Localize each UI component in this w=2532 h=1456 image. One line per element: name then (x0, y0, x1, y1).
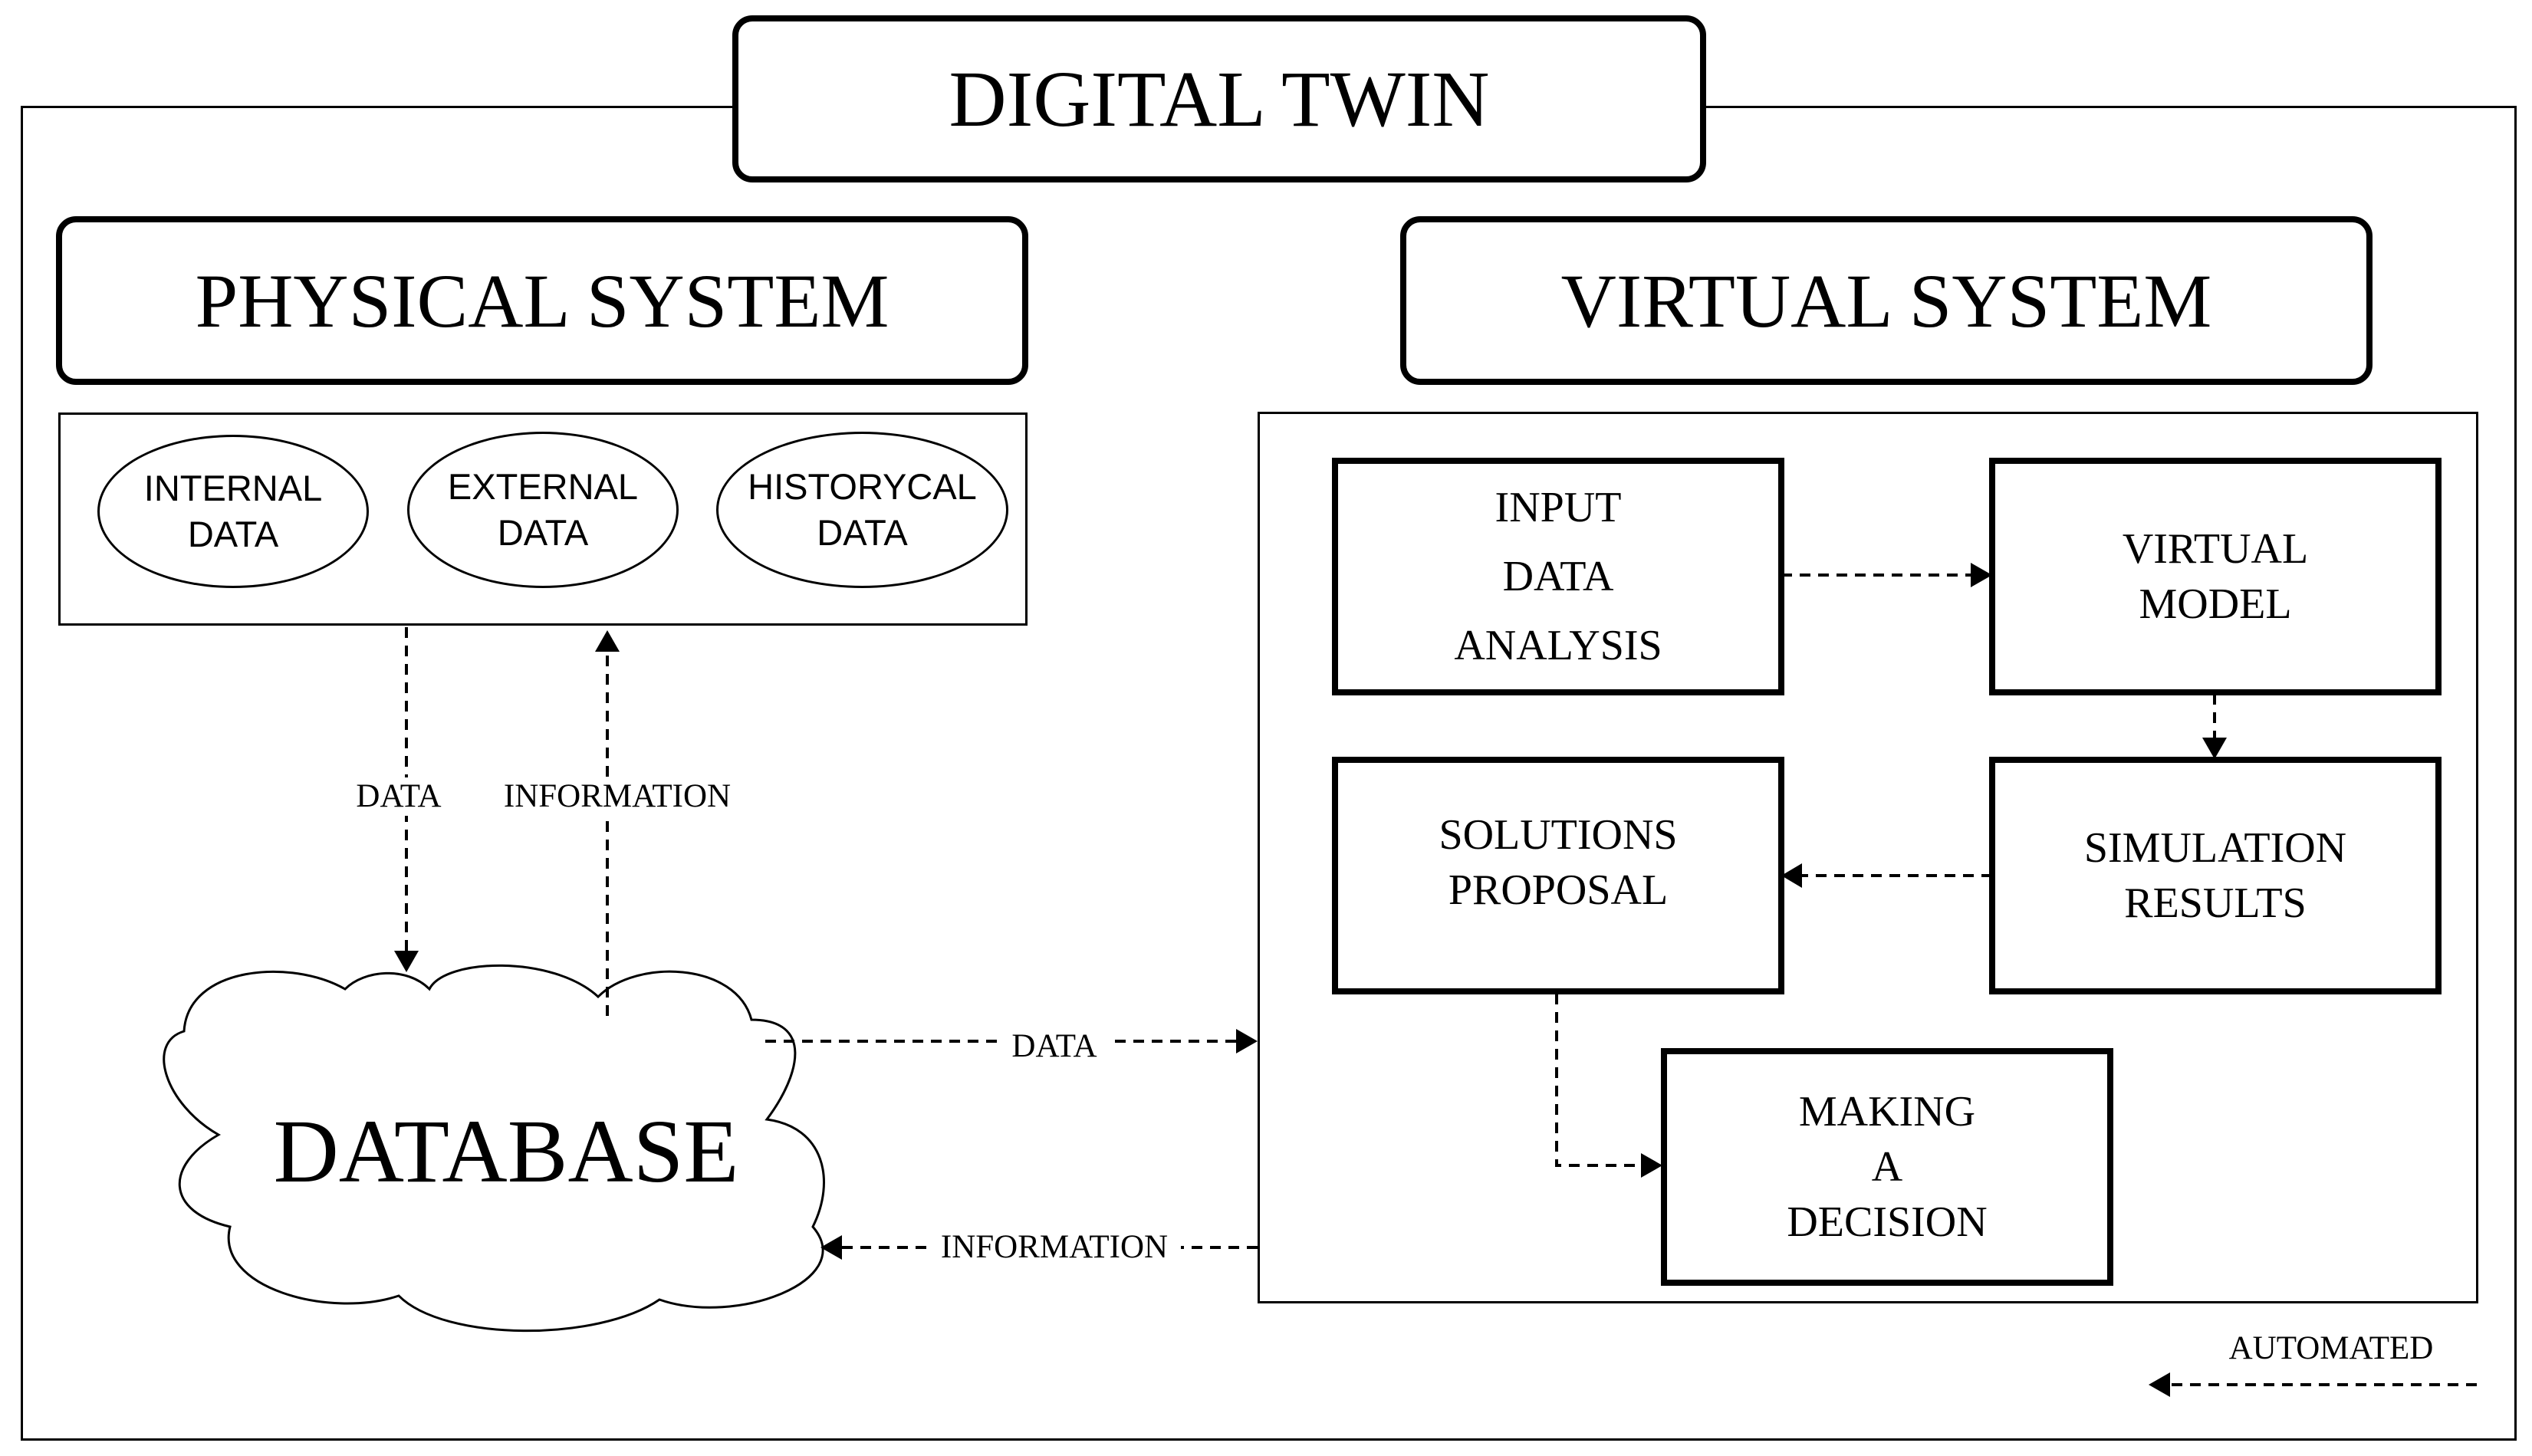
input-data-analysis-line2: DATA (1502, 553, 1614, 600)
data-right-label: DATA (997, 1027, 1112, 1066)
physical-system-heading: PHYSICAL SYSTEM (56, 216, 1028, 385)
virtual-model-line1: VIRTUAL (2122, 525, 2309, 573)
input-to-model-arrowhead (1971, 563, 1992, 587)
input-data-analysis-box: INPUT DATA ANALYSIS (1332, 458, 1784, 695)
virtual-system-panel (1258, 412, 2478, 1303)
digital-twin-title: DIGITAL TWIN (732, 15, 1706, 182)
making-a-decision-line3: DECISION (1787, 1198, 1988, 1246)
physical-system-heading-text: PHYSICAL SYSTEM (195, 258, 889, 343)
solutions-proposal-box: SOLUTIONS PROPOSAL (1332, 757, 1784, 994)
simulation-to-solutions-arrowhead (1781, 863, 1802, 888)
solutions-to-decision-connector (1555, 994, 1641, 1167)
information-left-arrowhead (820, 1235, 842, 1260)
input-data-analysis-line1: INPUT (1495, 484, 1622, 531)
solutions-proposal-line1: SOLUTIONS (1439, 810, 1678, 859)
data-down-arrowhead (394, 951, 419, 972)
external-data-line2: DATA (497, 512, 589, 553)
legend-automated-label: AUTOMATED (2228, 1330, 2434, 1366)
virtual-system-heading-text: VIRTUAL SYSTEM (1560, 258, 2212, 343)
digital-twin-title-text: DIGITAL TWIN (949, 54, 1490, 143)
historycal-data-line1: HISTORYCAL (748, 466, 977, 507)
data-down-label: DATA (337, 777, 460, 816)
database-label: DATABASE (273, 1101, 739, 1201)
simulation-results-box: SIMULATION RESULTS (1989, 757, 2442, 994)
simulation-results-line2: RESULTS (2124, 879, 2307, 927)
making-a-decision-line1: MAKING (1798, 1088, 1976, 1136)
information-up-arrowhead (595, 630, 620, 652)
virtual-system-heading: VIRTUAL SYSTEM (1400, 216, 2373, 385)
virtual-model-line2: MODEL (2139, 580, 2292, 628)
solutions-to-decision-arrowhead (1641, 1153, 1662, 1178)
external-data-source: EXTERNAL DATA (407, 432, 679, 588)
historycal-data-line2: DATA (817, 512, 908, 553)
legend-automated-arrowhead (2149, 1372, 2170, 1397)
database-cloud-shape (163, 964, 825, 1333)
model-to-simulation-arrowhead (2202, 738, 2227, 759)
simulation-results-line1: SIMULATION (2083, 824, 2347, 872)
historycal-data-source: HISTORYCAL DATA (716, 432, 1008, 588)
data-right-arrowhead (1236, 1029, 1258, 1053)
internal-data-line2: DATA (187, 514, 279, 554)
solutions-proposal-line2: PROPOSAL (1448, 866, 1669, 914)
information-left-label: INFORMATION (928, 1228, 1181, 1267)
virtual-model-box: VIRTUAL MODEL (1989, 458, 2442, 695)
input-data-analysis-line3: ANALYSIS (1454, 622, 1662, 669)
internal-data-source: INTERNAL DATA (97, 435, 369, 588)
internal-data-line1: INTERNAL (143, 468, 323, 508)
making-a-decision-box: MAKING A DECISION (1661, 1048, 2113, 1286)
making-a-decision-line2: A (1871, 1143, 1903, 1191)
external-data-line1: EXTERNAL (447, 466, 639, 507)
information-up-label: INFORMATION (491, 777, 744, 816)
